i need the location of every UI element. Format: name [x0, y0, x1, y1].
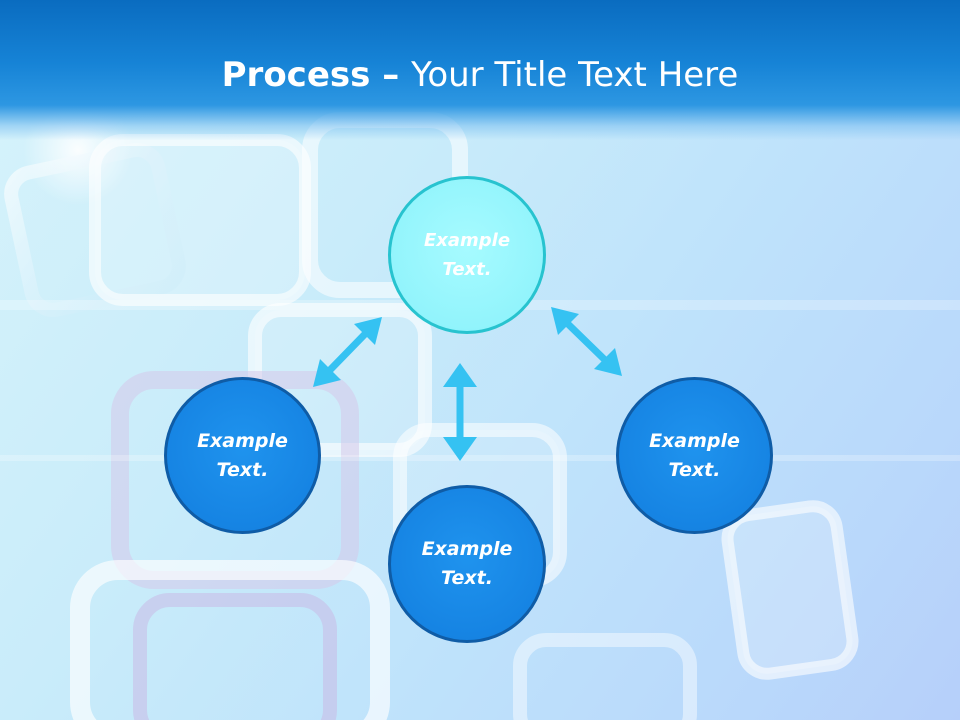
arrow-top-left: [313, 317, 382, 387]
title-bold: Process: [221, 55, 371, 95]
arrow-vertical: [443, 363, 477, 461]
process-node-top: Example Text.: [388, 176, 546, 334]
process-node-bottom: Example Text.: [388, 485, 546, 643]
page-title: Process – Your Title Text Here: [0, 50, 960, 100]
title-dash: –: [370, 55, 412, 95]
title-rest: Your Title Text Here: [411, 55, 739, 95]
node-label-right: Example Text.: [649, 429, 740, 481]
arrow-top-right: [551, 307, 622, 376]
node-label-left: Example Text.: [197, 429, 288, 481]
process-node-right: Example Text.: [616, 377, 773, 534]
node-label-top: Example Text.: [423, 230, 511, 280]
title-bar: Process – Your Title Text Here: [0, 0, 960, 140]
process-node-left: Example Text.: [164, 377, 321, 534]
node-label-bottom: Example Text.: [421, 538, 513, 589]
